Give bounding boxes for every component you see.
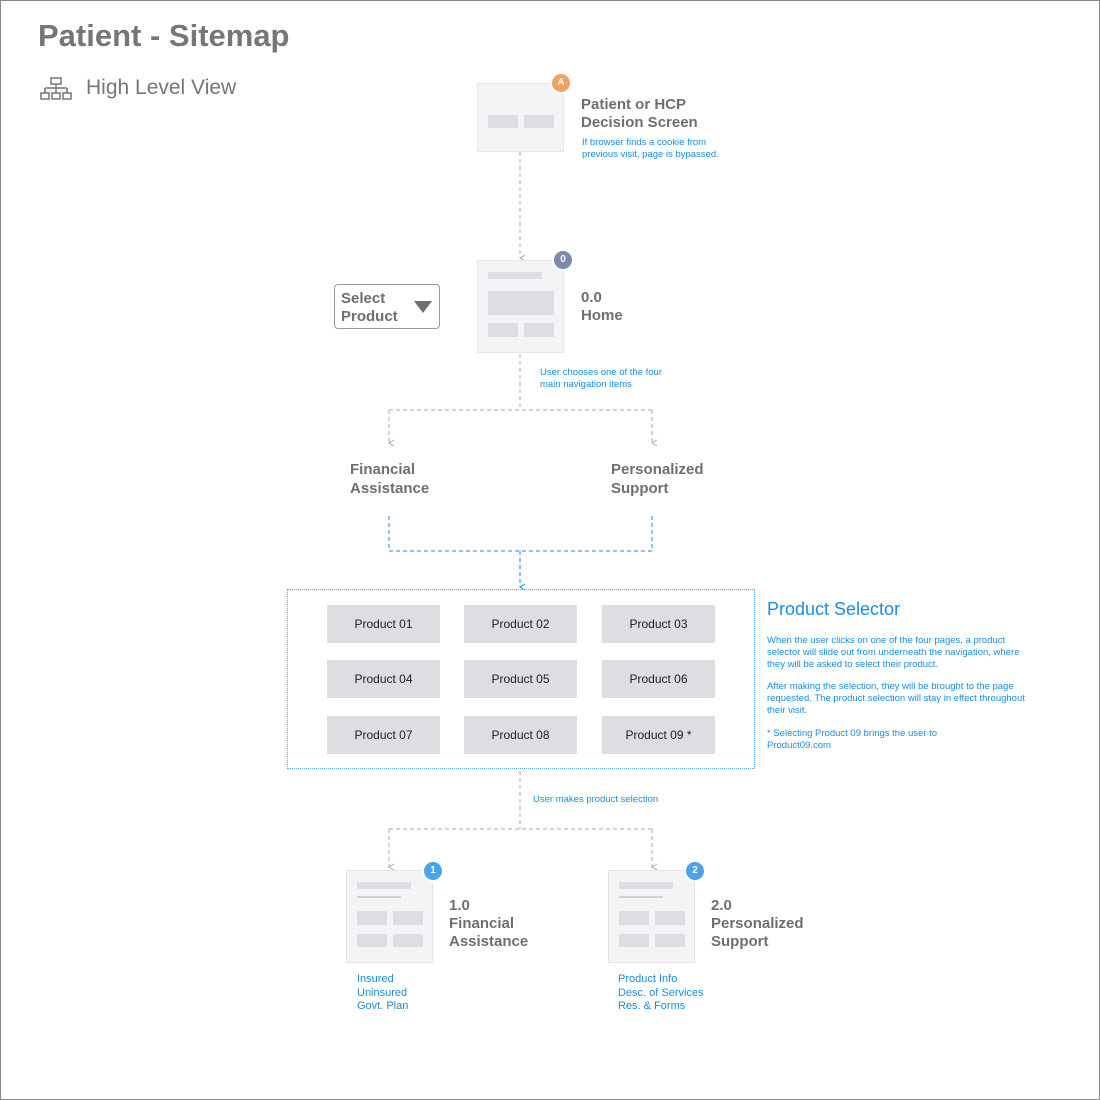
product-05-button[interactable]: Product 05 <box>464 660 577 698</box>
page-subtitle: High Level View <box>86 76 237 99</box>
home-page-thumbnail[interactable] <box>477 260 564 353</box>
decision-page-thumbnail[interactable] <box>477 83 564 152</box>
select-product-label-line: Select <box>341 290 386 307</box>
decision-note: If browser finds a cookie from previous … <box>582 137 719 161</box>
home-note-line: User chooses one of the four <box>540 367 662 378</box>
product-selector-description: When the user clicks on one of the four … <box>767 635 1037 762</box>
thumbnail-block <box>619 882 673 889</box>
badge-0: 0 <box>552 249 574 271</box>
home-note-line: main navigation items <box>540 379 632 390</box>
thumbnail-block <box>488 272 542 279</box>
section-2-page-thumbnail[interactable] <box>608 870 695 963</box>
section-label-line: Assistance <box>449 933 529 950</box>
section-1-label: 1.0 Financial Assistance <box>449 897 528 951</box>
section-label-line: Support <box>711 933 769 950</box>
thumbnail-block <box>655 934 685 947</box>
link-desc-of-services[interactable]: Desc. of Services <box>618 986 704 999</box>
product-07-button[interactable]: Product 07 <box>327 716 440 754</box>
select-product-label-line: Product <box>341 308 398 325</box>
product-04-button[interactable]: Product 04 <box>327 660 440 698</box>
link-insured[interactable]: Insured <box>357 973 394 985</box>
section-2-links: Product Info Desc. of Services Res. & Fo… <box>618 973 704 1014</box>
thumbnail-block <box>357 934 387 947</box>
section-1-page-thumbnail[interactable] <box>346 870 433 963</box>
thumbnail-block <box>524 115 554 128</box>
thumbnail-block <box>619 911 649 925</box>
thumbnail-block <box>393 934 423 947</box>
product-09-button[interactable]: Product 09 * <box>602 716 715 754</box>
product-08-button[interactable]: Product 08 <box>464 716 577 754</box>
section-2-label: 2.0 Personalized Support <box>711 897 804 951</box>
product-selector-footnote: * Selecting Product 09 brings the user t… <box>767 727 938 751</box>
selection-note: User makes product selection <box>533 794 659 805</box>
home-label: 0.0 Home <box>581 289 623 325</box>
product-selector-paragraph: After making the selection, they will be… <box>767 681 1025 716</box>
thumbnail-line <box>619 896 663 898</box>
nav-label-line: Personalized <box>611 461 704 478</box>
section-label-line: 2.0 <box>711 897 732 914</box>
thumbnail-block <box>488 291 554 315</box>
product-03-button[interactable]: Product 03 <box>602 605 715 643</box>
thumbnail-block <box>619 934 649 947</box>
nav-financial-assistance[interactable]: Financial Assistance <box>350 460 429 498</box>
link-govt-plan[interactable]: Govt. Plan <box>357 1000 409 1012</box>
section-label-line: Financial <box>449 915 515 932</box>
decision-note-line: previous visit, page is bypassed. <box>582 149 719 160</box>
select-product-dropdown[interactable]: Select Product <box>334 284 440 329</box>
nav-label-line: Assistance <box>350 480 430 497</box>
thumbnail-line <box>357 896 401 898</box>
nav-label-line: Support <box>611 480 669 497</box>
sitemap-icon <box>40 77 72 106</box>
link-product-info[interactable]: Product Info <box>618 973 678 985</box>
decision-note-line: If browser finds a cookie from <box>582 137 707 148</box>
product-selector-paragraph: When the user clicks on one of the four … <box>767 635 1020 670</box>
link-res-forms[interactable]: Res. & Forms <box>618 1000 686 1012</box>
section-label-line: 1.0 <box>449 897 470 914</box>
thumbnail-block <box>524 323 554 337</box>
thumbnail-block <box>488 115 518 128</box>
page-title: Patient - Sitemap <box>38 18 290 53</box>
badge-a: A <box>550 72 572 94</box>
home-label-line: 0.0 <box>581 289 602 306</box>
nav-label-line: Financial <box>350 461 416 478</box>
product-02-button[interactable]: Product 02 <box>464 605 577 643</box>
product-01-button[interactable]: Product 01 <box>327 605 440 643</box>
badge-1: 1 <box>422 860 444 882</box>
badge-2: 2 <box>684 860 706 882</box>
home-label-line: Home <box>581 307 623 324</box>
nav-personalized-support[interactable]: Personalized Support <box>611 460 704 498</box>
connector-nav-join <box>388 516 653 552</box>
select-product-label: Select Product <box>341 290 398 326</box>
thumbnail-block <box>655 911 685 925</box>
product-selector-box <box>287 589 755 769</box>
thumbnail-block <box>393 911 423 925</box>
section-label-line: Personalized <box>711 915 804 932</box>
decision-label: Patient or HCP Decision Screen <box>581 96 698 132</box>
thumbnail-block <box>488 323 518 337</box>
section-1-links: Insured Uninsured Govt. Plan <box>357 973 408 1014</box>
home-note: User chooses one of the four main naviga… <box>540 367 662 391</box>
decision-label-line: Patient or HCP <box>581 96 687 113</box>
dropdown-triangle-icon <box>414 301 432 313</box>
link-uninsured[interactable]: Uninsured <box>357 986 408 999</box>
decision-label-line: Decision Screen <box>581 114 698 131</box>
thumbnail-block <box>357 911 387 925</box>
thumbnail-block <box>357 882 411 889</box>
product-selector-title: Product Selector <box>767 599 901 619</box>
product-06-button[interactable]: Product 06 <box>602 660 715 698</box>
